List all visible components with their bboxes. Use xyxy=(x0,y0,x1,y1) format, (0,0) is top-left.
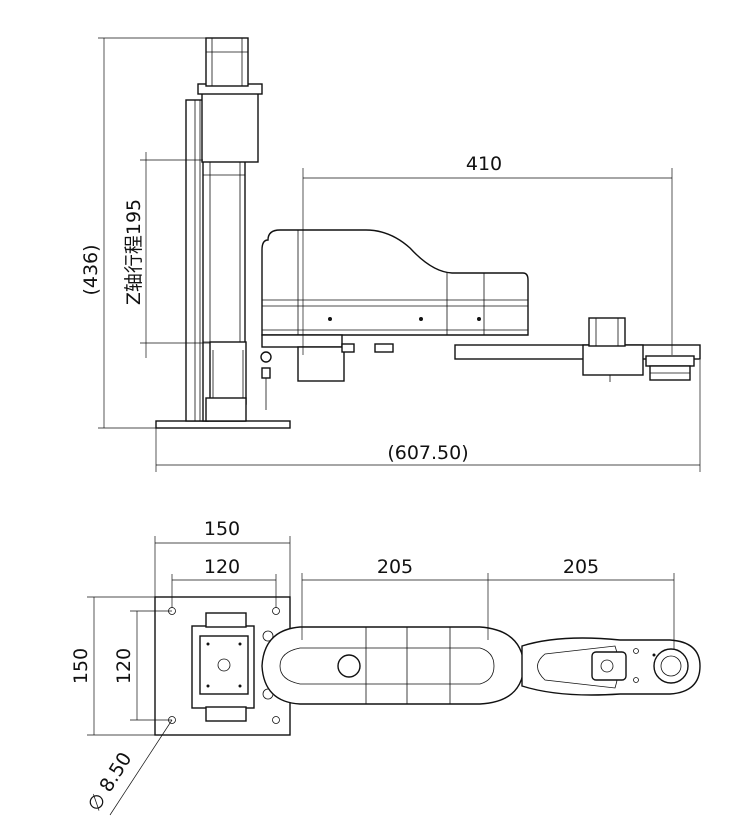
dim-z-stroke-label: Z轴行程195 xyxy=(123,199,145,305)
dim-base-height-label: 150 xyxy=(70,648,92,684)
dim-reach: 410 xyxy=(302,153,673,355)
z-motor-top xyxy=(199,635,249,695)
cable-connector-icon xyxy=(260,351,272,363)
dim-hole-pitch-x-label: 120 xyxy=(204,556,240,578)
dim-arm-1: 205 xyxy=(301,556,489,640)
top-view: 150 120 205 205 150 xyxy=(70,518,701,816)
dim-arm-1-label: 205 xyxy=(377,556,413,578)
arm-1-top xyxy=(261,626,525,705)
dim-overall-height-label: (436) xyxy=(80,244,102,295)
dim-overall-length: (607.50) xyxy=(155,360,701,472)
dim-hole-pitch-y-label: 120 xyxy=(113,648,135,684)
z-motor-housing xyxy=(201,85,259,163)
z-motor xyxy=(205,37,249,87)
carriage-block xyxy=(209,341,247,405)
dim-overall-height: (436) xyxy=(80,37,206,429)
dim-z-stroke: Z轴行程195 xyxy=(123,152,210,358)
end-effector-shaft-icon xyxy=(653,648,689,684)
dim-overall-length-label: (607.50) xyxy=(387,442,468,464)
base-plate xyxy=(155,420,291,429)
dim-hole-pitch-x: 120 xyxy=(171,556,277,608)
dim-hole-pitch-y: 120 xyxy=(113,610,172,721)
side-view: 410 (436) Z轴行程195 (607.50) xyxy=(80,37,701,472)
joint-cap-icon xyxy=(337,654,361,678)
dim-arm-2-label: 205 xyxy=(563,556,599,578)
dim-arm-2: 205 xyxy=(488,556,675,650)
dim-base-height: 150 xyxy=(70,596,155,736)
dim-base-width: 150 xyxy=(154,518,291,597)
arm-1-side xyxy=(261,229,529,336)
mount-hole-icon xyxy=(272,716,280,724)
dim-base-width-label: 150 xyxy=(204,518,240,540)
dim-reach-label: 410 xyxy=(466,153,502,175)
dim-hole-diameter-label: ∅ 8.50 xyxy=(83,748,136,815)
